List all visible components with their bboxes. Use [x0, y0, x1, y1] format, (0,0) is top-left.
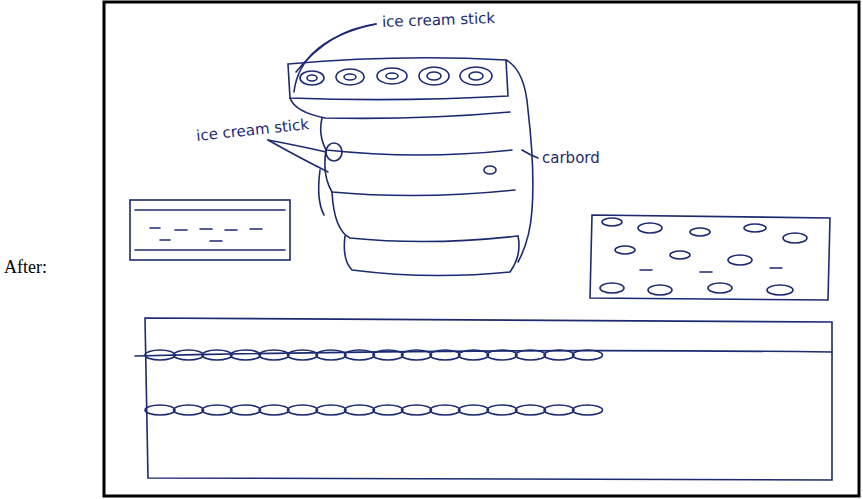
frame: [104, 2, 859, 496]
part-label: carbord: [542, 150, 600, 167]
part-label: ice cream stick: [382, 10, 496, 30]
box-sketch: [130, 24, 832, 480]
part-label: ice cream stick: [195, 116, 309, 144]
figure-caption: After:: [4, 258, 47, 278]
